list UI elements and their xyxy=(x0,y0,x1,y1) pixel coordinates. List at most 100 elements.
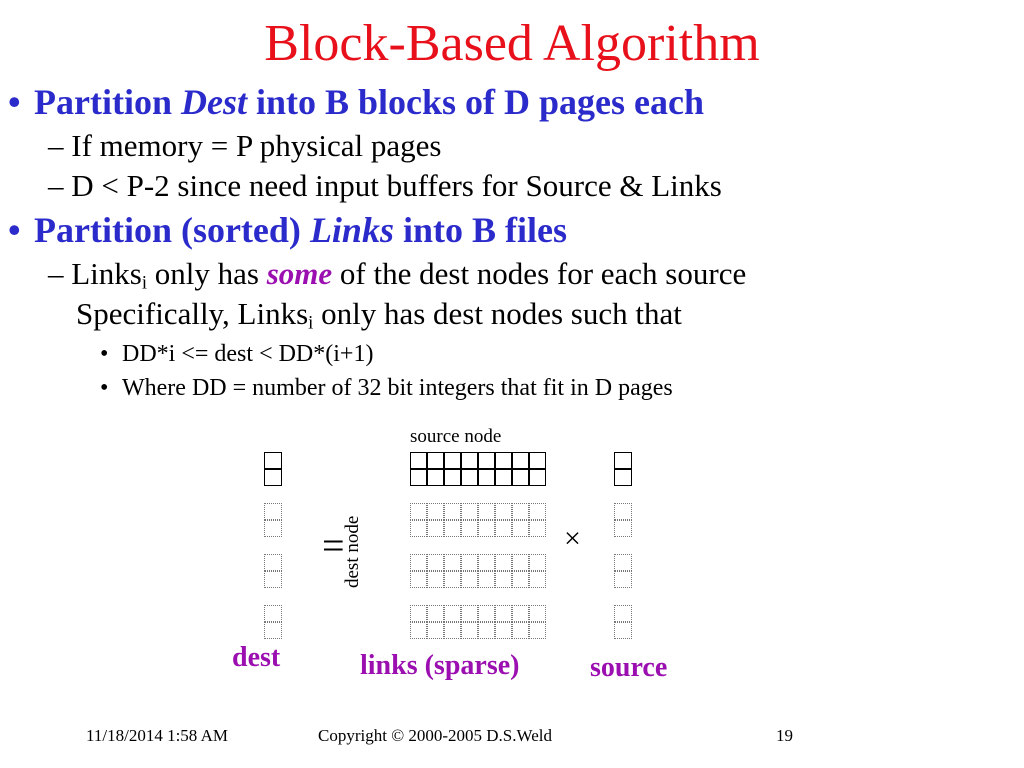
equals-sign: = xyxy=(322,523,345,568)
links-matrix-cell xyxy=(427,605,444,622)
links-matrix-cell xyxy=(410,452,427,469)
links-matrix-cell xyxy=(461,503,478,520)
bullet-emphasis: Dest xyxy=(180,82,247,122)
links-matrix-cell xyxy=(427,622,444,639)
source-vector-cell xyxy=(614,605,632,622)
dest-vector-cell xyxy=(264,571,282,588)
bullet-dot: • xyxy=(8,82,21,122)
times-sign: × xyxy=(564,522,581,555)
links-matrix-cell xyxy=(495,605,512,622)
links-matrix-cell xyxy=(410,571,427,588)
links-matrix-cell xyxy=(461,469,478,486)
dest-label: dest xyxy=(232,642,281,673)
links-matrix-cell xyxy=(461,452,478,469)
links-matrix-cell xyxy=(529,452,546,469)
sub-sub-bullet-dd: Where DD = number of 32 bit integers tha… xyxy=(122,375,673,401)
links-matrix-cell xyxy=(529,622,546,639)
links-matrix-cell xyxy=(529,520,546,537)
links-matrix-cell xyxy=(495,571,512,588)
slide-title: Block-Based Algorithm xyxy=(264,15,760,72)
footer-copyright: Copyright © 2000-2005 D.S.Weld xyxy=(318,726,552,745)
links-matrix-cell xyxy=(512,571,529,588)
links-matrix-cell xyxy=(495,554,512,571)
links-matrix-cell xyxy=(495,622,512,639)
links-matrix-cell xyxy=(444,622,461,639)
links-matrix-cell xyxy=(478,452,495,469)
links-matrix-cell xyxy=(444,571,461,588)
links-matrix-cell xyxy=(427,554,444,571)
links-matrix-cell xyxy=(512,622,529,639)
links-label: links (sparse) xyxy=(360,650,520,681)
dest-node-label: dest node xyxy=(342,515,363,588)
links-matrix-cell xyxy=(444,452,461,469)
source-vector-cell xyxy=(614,554,632,571)
links-matrix-cell xyxy=(512,452,529,469)
links-matrix-cell xyxy=(529,469,546,486)
links-matrix-cell xyxy=(444,503,461,520)
bullet-emphasis: Links xyxy=(309,210,394,250)
text: – Links xyxy=(48,256,142,291)
links-matrix-cell xyxy=(410,520,427,537)
subscript: i xyxy=(141,272,148,294)
source-vector-cell xyxy=(614,469,632,486)
links-matrix-cell xyxy=(529,605,546,622)
bullet-dot: • xyxy=(100,341,109,367)
bullet-partition-links: Partition (sorted) Links into B files xyxy=(34,210,567,250)
links-matrix-cell xyxy=(529,503,546,520)
links-matrix-cell xyxy=(478,520,495,537)
links-matrix-cell xyxy=(478,554,495,571)
source-vector-cell xyxy=(614,452,632,469)
links-matrix-cell xyxy=(444,554,461,571)
text: of the dest nodes for each source xyxy=(332,256,747,291)
source-vector-cell xyxy=(614,622,632,639)
links-matrix-cell xyxy=(427,452,444,469)
source-vector-cell xyxy=(614,503,632,520)
links-matrix-cell xyxy=(512,503,529,520)
links-matrix-cell xyxy=(461,520,478,537)
bullet-text: into B files xyxy=(393,210,567,250)
links-matrix-cell xyxy=(529,571,546,588)
links-matrix-cell xyxy=(427,571,444,588)
links-matrix-cell xyxy=(427,520,444,537)
links-matrix-cell xyxy=(495,520,512,537)
bullet-dot: • xyxy=(8,210,21,250)
sub-bullet-memory: – If memory = P physical pages xyxy=(48,128,442,163)
links-matrix-cell xyxy=(444,520,461,537)
dest-vector-cell xyxy=(264,503,282,520)
links-matrix-cell xyxy=(512,605,529,622)
links-matrix-cell xyxy=(478,605,495,622)
links-matrix-cell xyxy=(529,554,546,571)
links-matrix-cell xyxy=(410,503,427,520)
sub-bullet-d-less-p: – D < P-2 since need input buffers for S… xyxy=(48,168,722,203)
source-label: source xyxy=(590,652,668,683)
bullet-text: into B blocks of D pages each xyxy=(246,82,705,122)
subscript: i xyxy=(308,312,314,334)
source-vector-cell xyxy=(614,520,632,537)
links-matrix-cell xyxy=(444,469,461,486)
links-matrix-cell xyxy=(478,503,495,520)
bullet-text: Partition (sorted) xyxy=(34,210,310,250)
links-matrix-cell xyxy=(512,469,529,486)
footer-date: 11/18/2014 1:58 AM xyxy=(86,726,228,745)
text: only has dest nodes such that xyxy=(313,296,682,331)
links-matrix-cell xyxy=(495,469,512,486)
sub-sub-bullet-range: DD*i <= dest < DD*(i+1) xyxy=(122,341,374,367)
links-matrix-cell xyxy=(512,554,529,571)
links-matrix-cell xyxy=(410,554,427,571)
links-matrix-cell xyxy=(410,622,427,639)
bullet-text: Partition xyxy=(34,82,181,122)
footer-page-number: 19 xyxy=(776,726,793,745)
links-matrix-cell xyxy=(478,622,495,639)
source-vector-cell xyxy=(614,571,632,588)
dest-vector-cell xyxy=(264,520,282,537)
links-matrix-cell xyxy=(512,520,529,537)
dest-vector-cell xyxy=(264,605,282,622)
links-matrix-cell xyxy=(495,452,512,469)
links-matrix-cell xyxy=(478,469,495,486)
emphasis-some: some xyxy=(266,256,333,291)
bullet-dot: • xyxy=(100,375,109,401)
sub-bullet-specifically: Specifically, Linksi only has dest nodes… xyxy=(76,296,682,342)
links-matrix-cell xyxy=(410,605,427,622)
links-matrix-cell xyxy=(410,469,427,486)
links-matrix-cell xyxy=(495,503,512,520)
